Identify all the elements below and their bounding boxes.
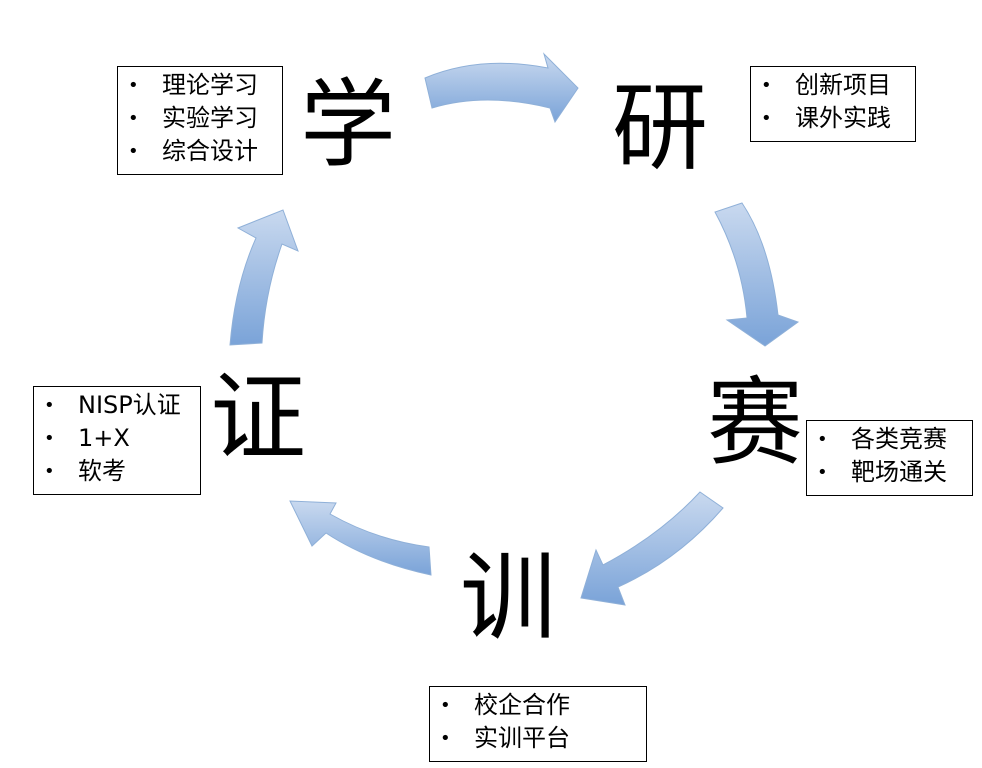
list-item: •软考 xyxy=(44,455,190,488)
box-zheng: •NISP认证 •1+X •软考 xyxy=(33,386,201,495)
bullet-icon: • xyxy=(817,462,828,483)
list-item: •1+X xyxy=(44,422,190,455)
arrow-yan-to-sai xyxy=(714,202,800,347)
arrow-xun-to-zheng xyxy=(289,500,432,576)
bullet-icon: • xyxy=(128,141,139,162)
list-item: •理论学习 xyxy=(128,69,272,102)
bullet-icon: • xyxy=(44,428,55,449)
bullet-icon: • xyxy=(128,108,139,129)
list-item: •综合设计 xyxy=(128,135,272,168)
bullet-icon: • xyxy=(440,728,451,749)
arrow-xue-to-yan xyxy=(424,52,579,124)
bullet-icon: • xyxy=(128,75,139,96)
list-item: •实训平台 xyxy=(440,722,636,755)
arrow-zheng-to-xue xyxy=(229,209,299,346)
node-char-xun: 训 xyxy=(460,542,556,654)
list-item: •靶场通关 xyxy=(817,456,962,489)
box-yan: •创新项目 •课外实践 xyxy=(750,66,916,142)
bullet-icon: • xyxy=(761,75,772,96)
bullet-icon: • xyxy=(440,695,451,716)
node-char-yan: 研 xyxy=(612,72,708,184)
list-item: •实验学习 xyxy=(128,102,272,135)
bullet-icon: • xyxy=(44,395,55,416)
list-item: •NISP认证 xyxy=(44,389,190,422)
bullet-icon: • xyxy=(761,108,772,129)
list-item: •课外实践 xyxy=(761,102,905,135)
bullet-icon: • xyxy=(44,461,55,482)
arrow-sai-to-xun xyxy=(580,491,724,606)
node-char-xue: 学 xyxy=(300,69,396,181)
box-xun: •校企合作 •实训平台 xyxy=(429,686,647,762)
list-item: •创新项目 xyxy=(761,69,905,102)
list-item: •各类竞赛 xyxy=(817,423,962,456)
node-char-sai: 赛 xyxy=(707,367,803,479)
node-char-zheng: 证 xyxy=(210,362,306,474)
box-xue: •理论学习 •实验学习 •综合设计 xyxy=(117,66,283,175)
list-item: •校企合作 xyxy=(440,689,636,722)
bullet-icon: • xyxy=(817,429,828,450)
box-sai: •各类竞赛 •靶场通关 xyxy=(806,420,973,496)
